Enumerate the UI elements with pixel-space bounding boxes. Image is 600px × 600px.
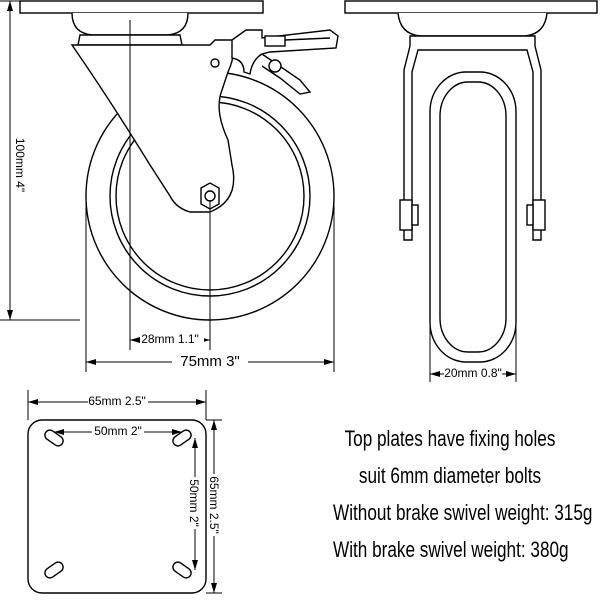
side-top-plate — [19, 0, 264, 14]
front-fork — [403, 35, 542, 241]
side-brake-lever — [231, 29, 339, 75]
fixing-hole — [172, 429, 192, 447]
offset-dimension-label: 28mm 1.1" — [141, 332, 199, 346]
front-wheel — [429, 71, 517, 363]
note-bolt-size: suit 6mm diameter bolts — [358, 463, 542, 488]
fixing-hole — [44, 561, 64, 579]
specification-notes: Top plates have fixing holes suit 6mm di… — [300, 420, 600, 568]
height-dimension-label: 100mm 4" — [13, 138, 27, 192]
hole-spacing-y-label: 50mm 2" — [187, 479, 201, 527]
plate-height-label: 65mm 2.5" — [207, 476, 221, 534]
front-view: 20mm 0.8" — [344, 0, 598, 382]
front-swivel-dome — [397, 12, 548, 37]
front-top-plate — [344, 0, 598, 14]
note-fixing-holes: Top plates have fixing holes — [344, 426, 556, 451]
side-view: 100mm 4" 28mm 1.1" 75mm 3" — [0, 0, 339, 372]
plate-width-label: 65mm 2.5" — [88, 394, 146, 408]
side-fork-arm — [70, 39, 235, 213]
note-weight-without-brake: Without brake swivel weight: 315g — [333, 500, 593, 525]
fixing-hole — [44, 429, 64, 447]
plate-view: 65mm 2.5" 50mm 2" 50mm 2" 65mm 2.5" — [27, 390, 222, 594]
plate-outline — [27, 419, 207, 594]
wheel-width-label: 20mm 0.8" — [444, 366, 502, 380]
hole-spacing-x-label: 50mm 2" — [94, 424, 142, 438]
fixing-hole — [172, 561, 192, 579]
note-weight-with-brake: With brake swivel weight: 380g — [333, 537, 569, 562]
side-axle-nut — [200, 182, 220, 210]
wheel-diameter-label: 75mm 3" — [180, 353, 240, 370]
